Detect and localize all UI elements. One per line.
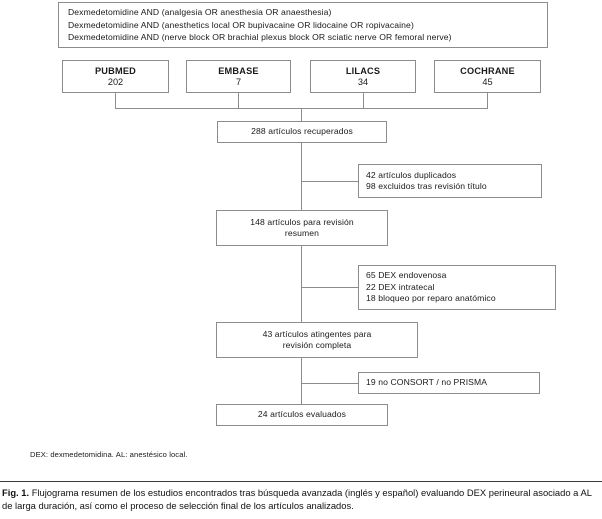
- figure-caption-label: Fig. 1.: [2, 487, 30, 498]
- connector-pubmed-stub: [115, 93, 116, 109]
- connector-spine-full-to-evaluated: [301, 358, 302, 405]
- database-name: EMBASE: [218, 65, 259, 76]
- connector-branch-exclusion-2: [301, 287, 359, 288]
- connector-lilacs-stub: [363, 93, 364, 109]
- stage-line: resumen: [284, 228, 320, 238]
- database-name: PUBMED: [94, 65, 136, 76]
- connector-branch-exclusion-1: [301, 181, 359, 182]
- figure-abbreviations-footnote: DEX: dexmedetomidina. AL: anestésico loc…: [30, 450, 188, 459]
- connector-branch-exclusion-3: [301, 383, 359, 384]
- stage-box-evaluated: 24 artículos evaluados: [216, 404, 388, 426]
- stage-line: revisión completa: [282, 340, 352, 350]
- exclusion-line: 65 DEX endovenosa: [366, 270, 447, 281]
- connector-spine-to-retrieved: [301, 108, 302, 122]
- exclusion-line: 98 excluidos tras revisión título: [366, 181, 487, 191]
- database-box-embase: EMBASE 7: [186, 60, 291, 93]
- figure-caption-text: Flujograma resumen de los estudios encon…: [2, 487, 592, 511]
- query-line-1: Dexmedetomidine AND (analgesia OR anesth…: [68, 7, 332, 18]
- database-name: COCHRANE: [460, 65, 515, 76]
- database-box-lilacs: LILACS 34: [310, 60, 416, 93]
- figure-caption: Fig. 1. Flujograma resumen de los estudi…: [2, 487, 600, 512]
- exclusion-box-route-anatomy: 65 DEX endovenosa 22 DEX intratecal 18 b…: [358, 265, 556, 310]
- connector-spine-abstract-to-full: [301, 246, 302, 323]
- caption-divider-rule: [0, 481, 602, 482]
- stage-line: 24 artículos evaluados: [257, 409, 347, 420]
- exclusion-line: 22 DEX intratecal: [366, 281, 435, 292]
- database-count: 45: [482, 76, 493, 87]
- exclusion-line: 42 artículos duplicados: [366, 169, 457, 180]
- exclusion-box-consort-prisma: 19 no CONSORT / no PRISMA: [358, 372, 540, 394]
- stage-line: 288 artículos recuperados: [251, 126, 353, 137]
- exclusion-line: 19 no CONSORT / no PRISMA: [366, 377, 488, 388]
- database-name: LILACS: [345, 65, 381, 76]
- query-line-3: Dexmedetomidine AND (nerve block OR brac…: [68, 32, 452, 43]
- connector-embase-stub: [238, 93, 239, 109]
- database-box-pubmed: PUBMED 202: [62, 60, 169, 93]
- search-query-box: Dexmedetomidine AND (analgesia OR anesth…: [58, 2, 548, 48]
- database-count: 7: [235, 76, 242, 87]
- database-box-cochrane: COCHRANE 45: [434, 60, 541, 93]
- stage-box-abstract-review: 148 artículos para revisión resumen: [216, 210, 388, 246]
- exclusion-box-duplicates-title: 42 artículos duplicados 98 excluidos tra…: [358, 164, 542, 198]
- stage-line: 148 artículos para revisión: [250, 216, 354, 227]
- connector-spine-retrieved-to-abstract: [301, 143, 302, 211]
- stage-box-retrieved: 288 artículos recuperados: [217, 121, 387, 143]
- connector-cochrane-stub: [487, 93, 488, 109]
- database-count: 34: [357, 76, 369, 87]
- exclusion-line: 18 bloqueo por reparo anatómico: [366, 293, 496, 304]
- stage-line: 43 artículos atingentes para: [262, 328, 372, 339]
- database-count: 202: [107, 76, 124, 87]
- stage-box-full-review: 43 artículos atingentes para revisión co…: [216, 322, 418, 358]
- query-line-2: Dexmedetomidine AND (anesthetics local O…: [68, 19, 414, 30]
